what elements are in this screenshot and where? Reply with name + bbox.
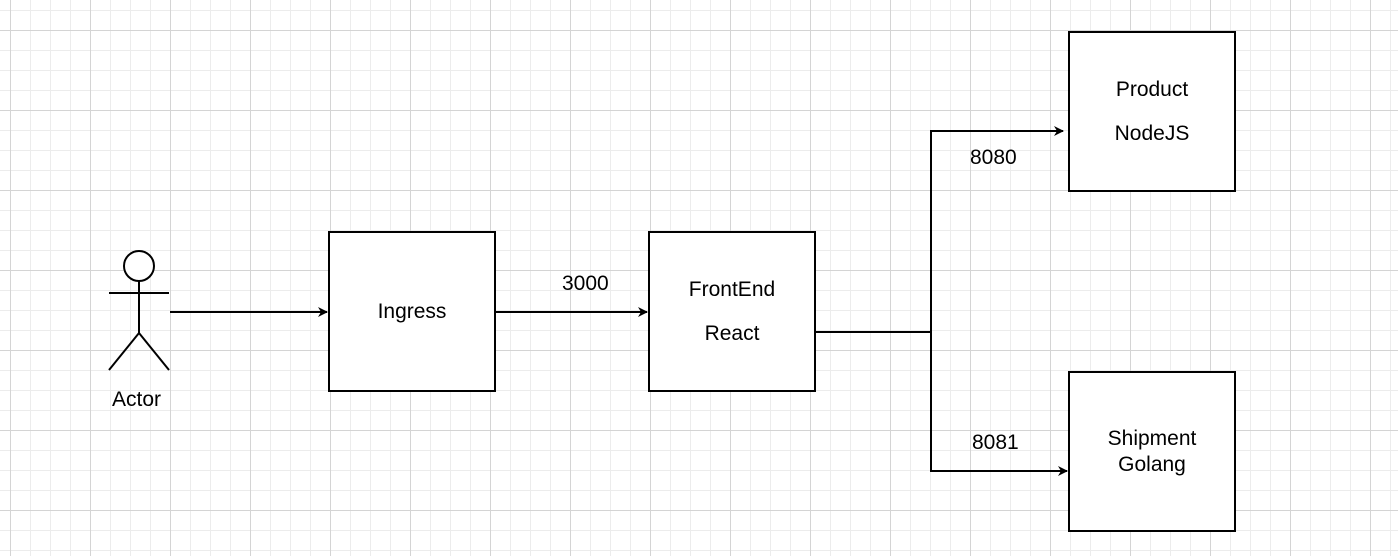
frontend-node[interactable]: FrontEnd React: [648, 231, 816, 392]
actor-figure[interactable]: [108, 250, 170, 371]
product-node-label: Product: [1115, 78, 1189, 102]
edge-label-8080: 8080: [970, 146, 1017, 169]
actor-right-leg: [138, 332, 170, 371]
edge-label-3000: 3000: [562, 272, 609, 295]
ingress-node-label: Ingress: [377, 299, 447, 323]
actor-head: [123, 250, 155, 282]
shipment-node[interactable]: Shipment Golang: [1068, 371, 1236, 532]
actor-label: Actor: [112, 388, 162, 411]
product-node-tech: NodeJS: [1114, 121, 1190, 145]
edge-label-8081: 8081: [972, 431, 1019, 454]
edge-frontend-to-shipment[interactable]: [930, 332, 1068, 476]
ingress-node[interactable]: Ingress: [328, 231, 496, 392]
shipment-node-label: Shipment: [1107, 427, 1197, 451]
shipment-node-tech: Golang: [1118, 452, 1186, 476]
actor-left-leg: [108, 332, 140, 371]
frontend-node-tech: React: [704, 321, 760, 345]
edge-frontend-to-product[interactable]: [815, 126, 1064, 333]
frontend-node-label: FrontEnd: [688, 278, 776, 302]
product-node[interactable]: Product NodeJS: [1068, 31, 1236, 192]
